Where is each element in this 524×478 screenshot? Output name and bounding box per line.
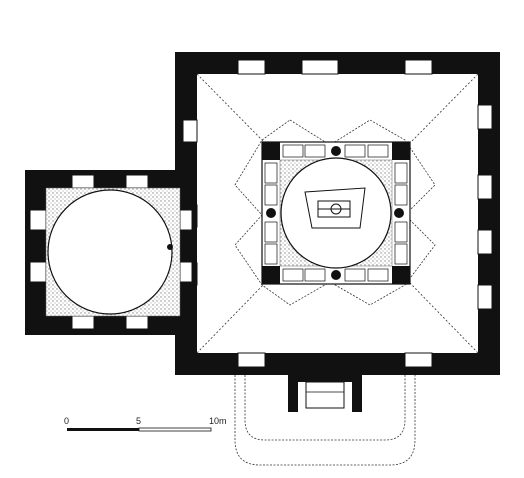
main-hall-diagonals <box>196 73 479 354</box>
porch-outline <box>234 375 416 466</box>
main-hall-dome <box>280 157 392 269</box>
corner-piers <box>262 142 410 284</box>
porch-walls <box>288 375 362 412</box>
main-hall <box>175 52 500 375</box>
cenotaph <box>304 187 366 229</box>
side-chamber-outer-wall <box>25 170 197 335</box>
entrance-porch <box>234 375 416 466</box>
columns <box>266 146 404 280</box>
column-east <box>394 208 404 218</box>
side-chamber-dome <box>47 189 173 315</box>
scale-bar: 0 5 10m <box>64 416 227 432</box>
side-chamber <box>25 170 197 335</box>
column-north <box>331 146 341 156</box>
column-south <box>331 270 341 280</box>
porch-door <box>305 381 345 409</box>
dome-squinch-star <box>234 119 436 306</box>
scale-label-0: 0 <box>64 416 69 426</box>
dome-ring-cells <box>264 144 408 282</box>
side-chamber-column <box>167 244 173 250</box>
scale-label-5: 5 <box>136 416 141 426</box>
scale-label-10m: 10m <box>209 416 227 426</box>
column-west <box>266 208 276 218</box>
